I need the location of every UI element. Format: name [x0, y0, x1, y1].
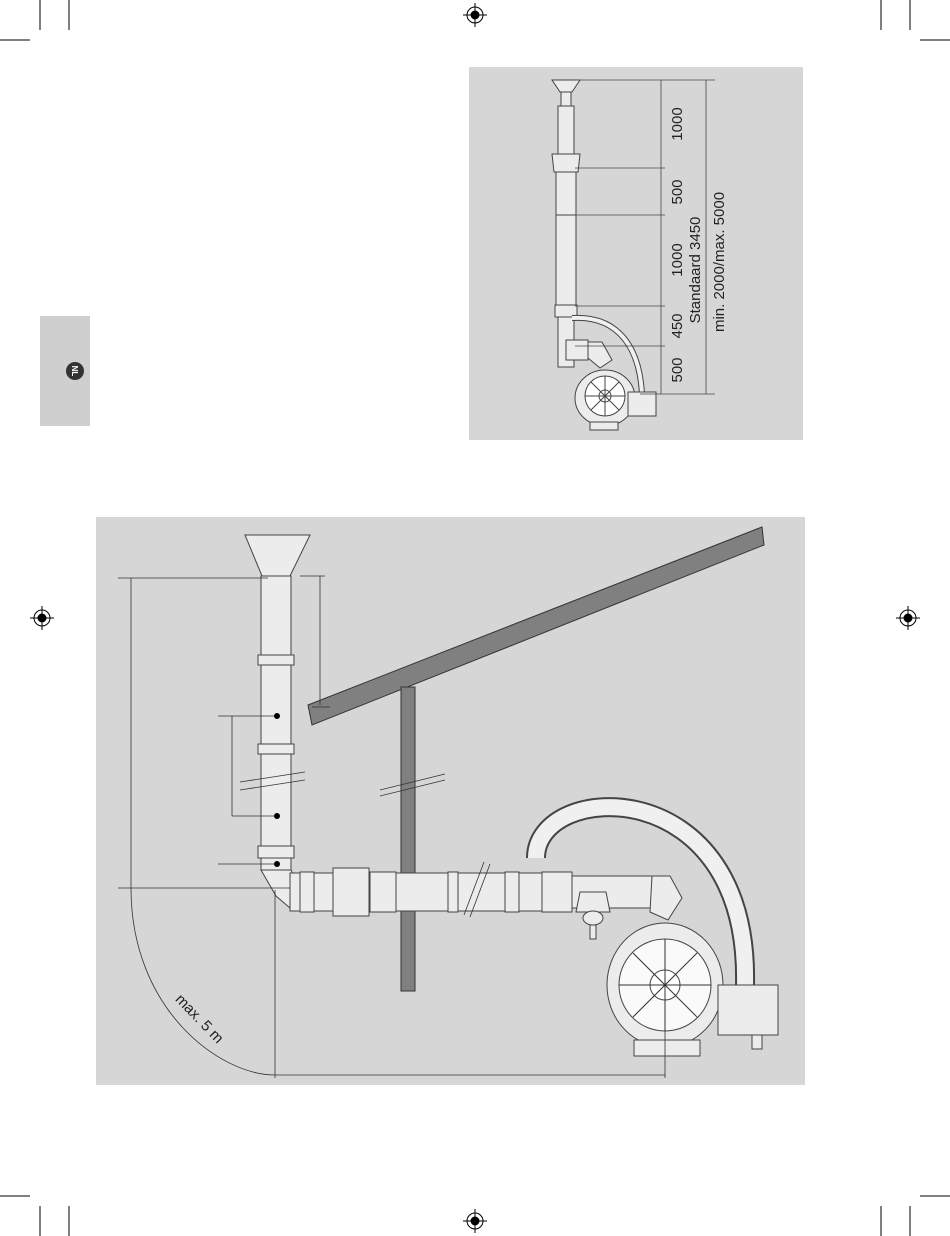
registration-mark-left [30, 606, 54, 630]
segment-label-2: 500 [669, 179, 686, 204]
segment-label-1: 1000 [669, 107, 686, 140]
total-length-label: Standaard 3450 [687, 217, 704, 324]
segment-label-5: 500 [669, 357, 686, 382]
registration-mark-top [463, 3, 487, 27]
registration-mark-bottom [463, 1209, 487, 1233]
range-length-label: min. 2000/max. 5000 [711, 192, 728, 332]
registration-mark-right [896, 606, 920, 630]
top-diagram-panel [469, 67, 803, 440]
segment-label-4: 450 [669, 313, 686, 338]
segment-label-3: 1000 [669, 243, 686, 276]
roof-post [401, 687, 415, 991]
